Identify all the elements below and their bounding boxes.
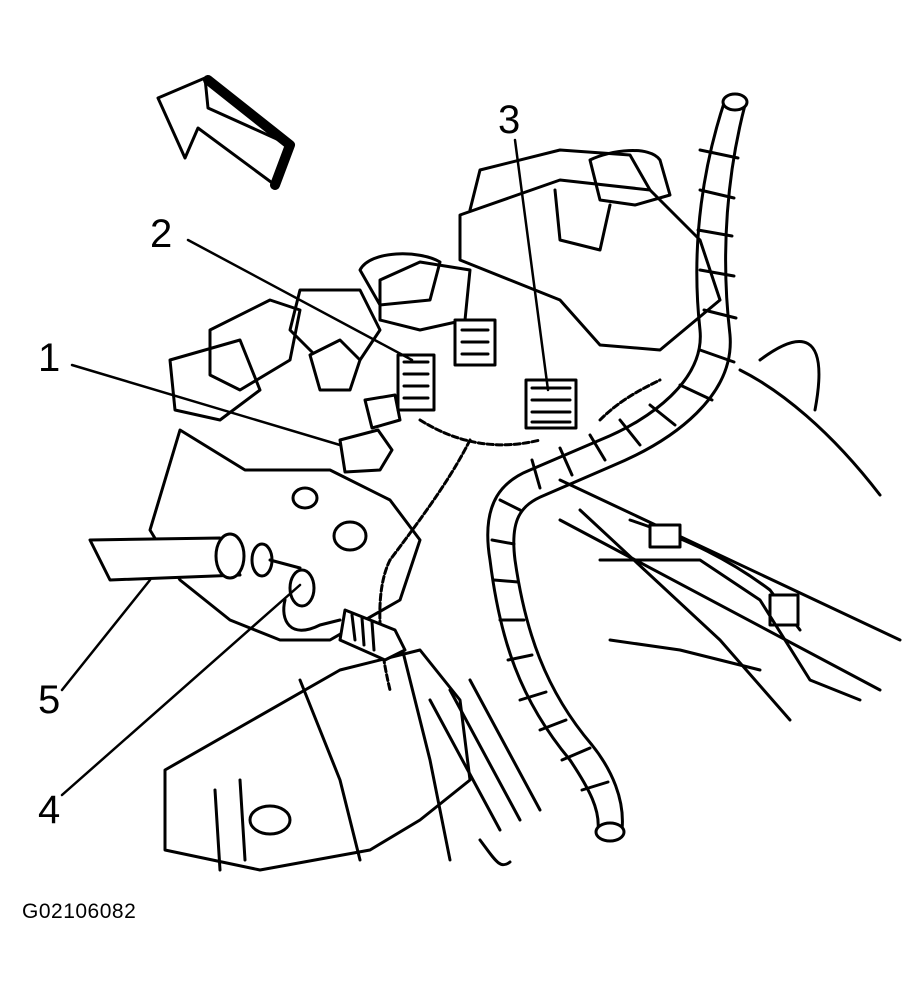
wiring-harness (378, 92, 749, 843)
sensor-5 (88, 486, 368, 582)
engine-block-top (168, 148, 722, 422)
connector-2 (396, 318, 497, 412)
bolt-4 (282, 568, 407, 662)
figure-id: G02106082 (22, 900, 137, 923)
connector-3 (524, 378, 578, 430)
callout-1: 1 (38, 336, 61, 380)
callout-2: 2 (150, 212, 173, 256)
sensor-1 (308, 338, 402, 474)
leader-lines (60, 138, 550, 797)
transmission-housing (148, 428, 862, 872)
direction-arrow-icon (156, 75, 295, 190)
tube-right (558, 340, 902, 722)
callout-3: 3 (498, 98, 521, 142)
callout-5: 5 (38, 678, 61, 722)
callout-4: 4 (38, 788, 61, 832)
